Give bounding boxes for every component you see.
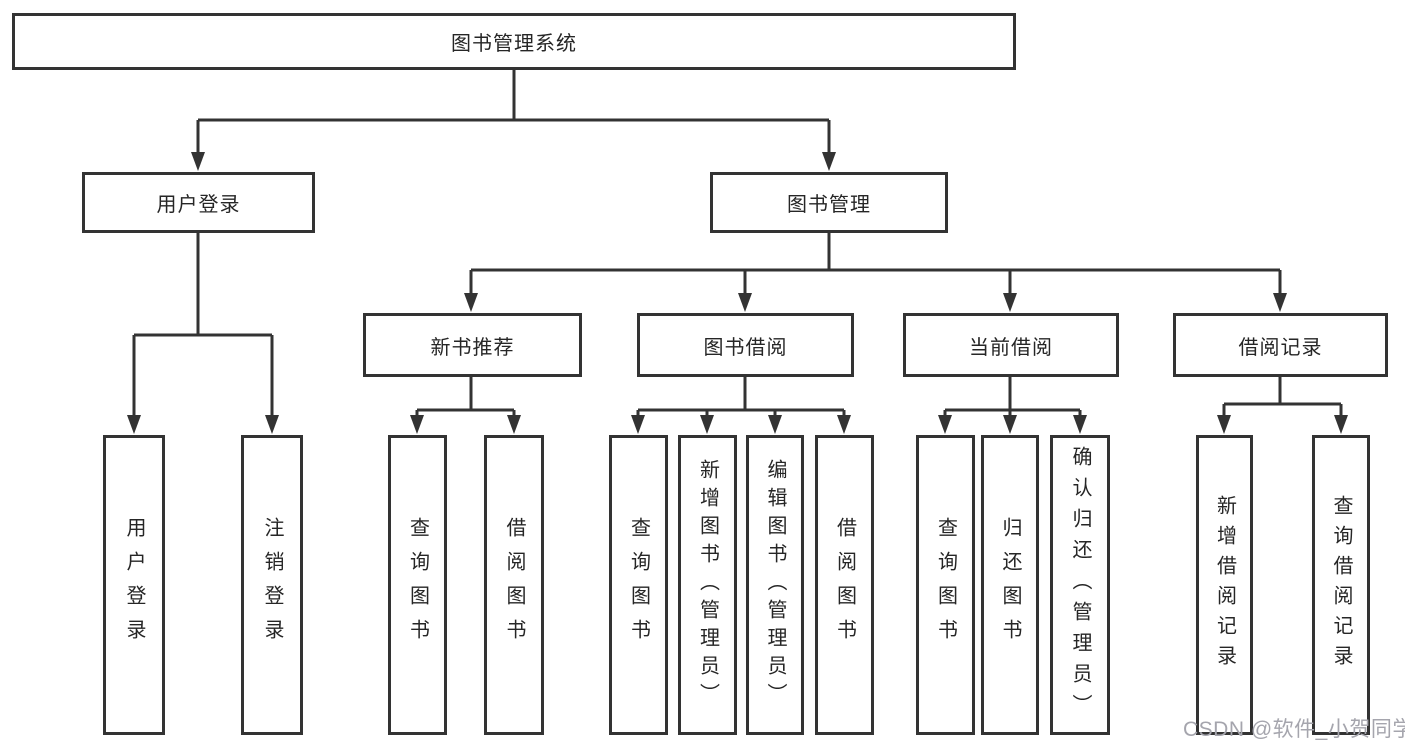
arrow-leaf-user-login [127, 415, 141, 434]
node-label: 当前借阅 [969, 336, 1053, 359]
leaf-add-book-admin: 新增图书（管理员） [678, 435, 737, 735]
arrow-borrow-records [1273, 293, 1287, 312]
arrow-leaf-edit-book [768, 415, 782, 434]
connector-borrow-records-children [1222, 377, 1343, 417]
node-book-management: 图书管理 [710, 172, 948, 233]
arrow-leaf-query-borrow-record [1334, 415, 1348, 434]
arrow-leaf-confirm-return [1073, 415, 1087, 434]
leaf-confirm-return-admin: 确认归还（管理员） [1050, 435, 1110, 735]
arrow-current-borrow [1003, 293, 1017, 312]
leaf-borrow-books-1: 借阅图书 [484, 435, 544, 735]
node-new-book-recommend: 新书推荐 [363, 313, 582, 377]
leaf-return-book: 归还图书 [981, 435, 1039, 735]
leaf-query-books-1: 查询图书 [388, 435, 447, 735]
leaf-query-borrow-record: 查询借阅记录 [1312, 435, 1370, 735]
arrow-leaf-borrow-books-2 [837, 415, 851, 434]
node-user-login: 用户登录 [82, 172, 315, 233]
connector-new-book-recommend-children [415, 377, 516, 417]
arrow-book-borrow [738, 293, 752, 312]
node-label: 新书推荐 [430, 336, 515, 359]
arrow-new-book-recommend [464, 293, 478, 312]
node-label: 图书管理 [787, 194, 871, 216]
leaf-logout: 注销登录 [241, 435, 303, 735]
leaf-label: 编辑图书（管理员） [764, 459, 786, 711]
leaf-label: 新增图书（管理员） [696, 459, 719, 711]
node-book-borrow: 图书借阅 [637, 313, 854, 377]
arrow-leaf-query-books-3 [938, 415, 952, 434]
arrow-book-management [822, 152, 836, 171]
leaf-label: 查询借阅记录 [1330, 495, 1352, 675]
leaf-label: 查询图书 [627, 517, 650, 653]
node-label: 借阅记录 [1238, 336, 1323, 359]
arrow-leaf-borrow-books-1 [507, 415, 521, 434]
arrow-leaf-query-books-2 [631, 415, 645, 434]
connector-root-to-level2 [196, 70, 831, 154]
leaf-edit-book-admin: 编辑图书（管理员） [746, 435, 804, 735]
node-label: 用户登录 [156, 194, 241, 216]
connector-book-borrow-children [636, 377, 846, 417]
connector-book-management-children [469, 233, 1282, 295]
watermark: CSDN @软件_小贺同学 [1183, 718, 1405, 741]
leaf-label: 新增借阅记录 [1213, 495, 1236, 675]
leaf-label: 查询图书 [934, 517, 957, 653]
leaf-query-books-2: 查询图书 [609, 435, 668, 735]
node-label: 图书管理系统 [451, 33, 577, 55]
leaf-label: 注销登录 [261, 517, 283, 653]
arrow-user-login [191, 152, 205, 171]
leaf-label: 查询图书 [406, 517, 429, 653]
node-label: 图书借阅 [703, 336, 788, 359]
node-root-system: 图书管理系统 [12, 13, 1016, 70]
leaf-label: 借阅图书 [503, 517, 525, 653]
connector-current-borrow-children [943, 377, 1082, 417]
arrow-leaf-add-borrow-record [1217, 415, 1231, 434]
arrow-leaf-query-books-1 [410, 415, 424, 434]
leaf-query-books-3: 查询图书 [916, 435, 975, 735]
arrow-leaf-logout [265, 415, 279, 434]
leaf-label: 归还图书 [999, 517, 1021, 653]
connector-user-login-children [132, 233, 274, 417]
leaf-add-borrow-record: 新增借阅记录 [1196, 435, 1253, 735]
node-current-borrow: 当前借阅 [903, 313, 1119, 377]
leaf-borrow-books-2: 借阅图书 [815, 435, 874, 735]
leaf-label: 用户登录 [123, 517, 145, 653]
arrow-leaf-add-book [700, 415, 714, 434]
leaf-label: 确认归还（管理员） [1069, 445, 1091, 725]
arrow-leaf-return-book [1003, 415, 1017, 434]
node-borrow-records: 借阅记录 [1173, 313, 1388, 377]
leaf-label: 借阅图书 [833, 517, 856, 653]
leaf-user-login: 用户登录 [103, 435, 165, 735]
